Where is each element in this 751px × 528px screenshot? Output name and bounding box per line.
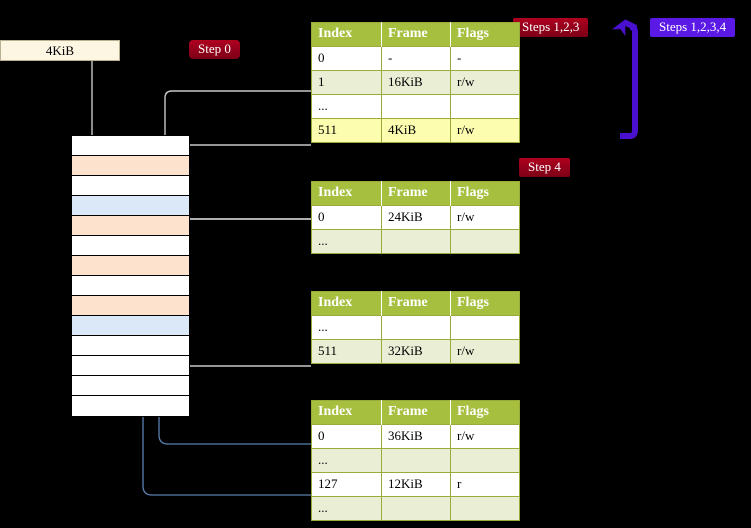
table-row: ... <box>311 496 520 521</box>
table-row: 0-- <box>311 46 520 71</box>
wire-memory-to-l3 <box>177 218 311 270</box>
table-cell-frame: 4KiB <box>381 118 451 143</box>
wire-memory-to-l4 <box>176 144 311 162</box>
table-cell-frame: 32KiB <box>381 339 451 364</box>
table-header-flags: Flags <box>450 291 520 316</box>
wire-l3-to-memory <box>176 218 311 232</box>
badge-step-0: Step 0 <box>189 40 240 60</box>
memory-frame-row <box>72 336 189 356</box>
table-cell-index: ... <box>311 315 382 340</box>
table-cell-frame: 12KiB <box>381 472 451 497</box>
table-cell-frame <box>381 229 451 254</box>
table-row: ... <box>311 229 520 254</box>
table-header-flags: Flags <box>450 181 520 206</box>
table-cell-index: ... <box>311 496 382 521</box>
table-cell-frame: 16KiB <box>381 70 451 95</box>
table-cell-flags: r/w <box>450 205 520 230</box>
table-cell-flags: r/w <box>450 424 520 449</box>
table-cell-index: 0 <box>311 424 382 449</box>
memory-frame-row <box>72 196 189 216</box>
table-cell-index: 127 <box>311 472 382 497</box>
table-header-index: Index <box>311 291 382 316</box>
table-cell-flags: r <box>450 472 520 497</box>
table-cell-frame: 36KiB <box>381 424 451 449</box>
frame-box-4kib: 4KiB <box>0 40 120 61</box>
table-cell-frame <box>381 448 451 473</box>
memory-frame-row <box>72 356 189 376</box>
table-cell-frame <box>381 315 451 340</box>
memory-frame-row <box>72 396 189 416</box>
memory-frame-row <box>72 316 189 336</box>
table-header-flags: Flags <box>450 400 520 425</box>
table-cell-flags <box>450 315 520 340</box>
table-cell-index: 0 <box>311 205 382 230</box>
table-cell-index: 1 <box>311 70 382 95</box>
table-row: ... <box>311 448 520 473</box>
badge-steps-1-2-3-4: Steps 1,2,3,4 <box>650 18 736 38</box>
badge-step-4: Step 4 <box>519 158 570 178</box>
table-header-index: Index <box>311 400 382 425</box>
table-cell-index: ... <box>311 448 382 473</box>
memory-frame-row <box>72 276 189 296</box>
table-cell-flags <box>450 496 520 521</box>
table-row: ... <box>311 315 520 340</box>
table-cell-index: ... <box>311 94 382 119</box>
table-row: ... <box>311 94 520 119</box>
table-cell-flags: r/w <box>450 70 520 95</box>
table-cell-index: ... <box>311 229 382 254</box>
memory-frame-row <box>72 236 189 256</box>
table-cell-flags: - <box>450 46 520 71</box>
table-cell-index: 0 <box>311 46 382 71</box>
table-cell-frame <box>381 496 451 521</box>
memory-frame-row <box>72 256 189 276</box>
memory-frame-row <box>72 296 189 316</box>
table-cell-flags: r/w <box>450 118 520 143</box>
table-header-frame: Frame <box>381 291 451 316</box>
memory-frame-row <box>72 176 189 196</box>
table-cell-frame: 24KiB <box>381 205 451 230</box>
memory-frame-row <box>72 216 189 236</box>
table-cell-flags <box>450 94 520 119</box>
table-header-index: Index <box>311 22 382 47</box>
table-header-frame: Frame <box>381 22 451 47</box>
table-header-flags: Flags <box>450 22 520 47</box>
memory-frame-row <box>72 156 189 176</box>
table-cell-index: 511 <box>311 118 382 143</box>
memory-frame-row <box>72 136 189 156</box>
table-cell-frame: - <box>381 46 451 71</box>
table-cell-flags <box>450 229 520 254</box>
steps-loop-arrow <box>611 19 638 139</box>
physical-memory-frames <box>71 135 190 417</box>
table-header-frame: Frame <box>381 181 451 206</box>
wire-memory-to-l2 <box>172 314 311 367</box>
frame-box-label: 4KiB <box>45 42 75 58</box>
table-cell-frame <box>381 94 451 119</box>
table-cell-flags <box>450 448 520 473</box>
table-header-frame: Frame <box>381 400 451 425</box>
badge-steps-1-2-3: Steps 1,2,3 <box>513 18 589 38</box>
table-cell-index: 511 <box>311 339 382 364</box>
table-header-index: Index <box>311 181 382 206</box>
memory-frame-row <box>72 376 189 396</box>
table-cell-flags: r/w <box>450 339 520 364</box>
